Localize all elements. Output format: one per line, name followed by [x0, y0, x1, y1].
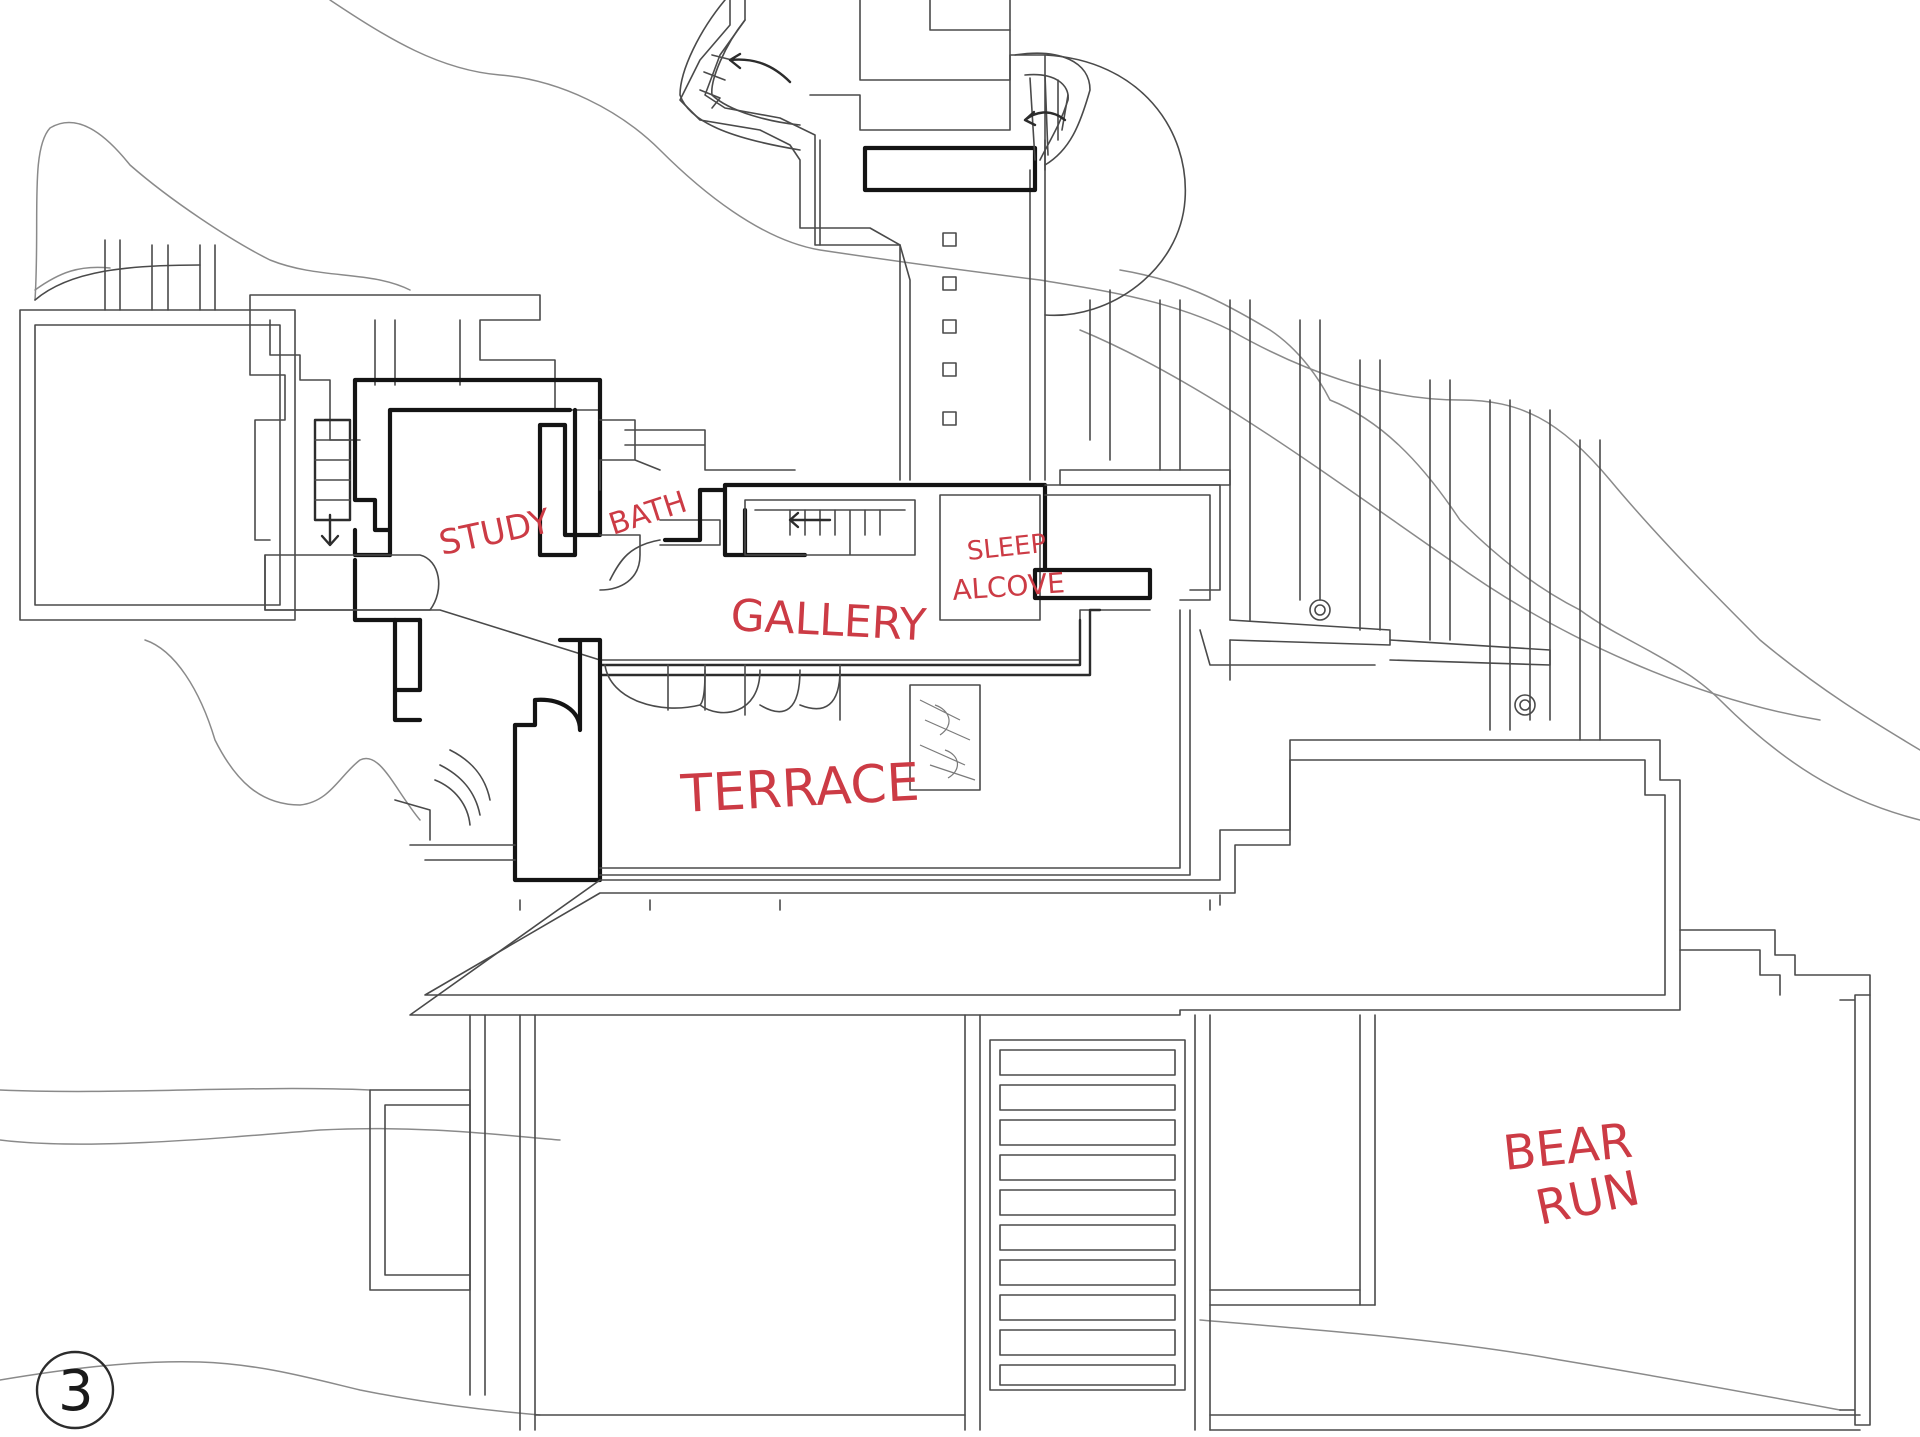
label-sleep-alcove-2: ALCOVE — [951, 566, 1066, 607]
gallery-outer-edge — [598, 608, 1102, 677]
study-interior-lines — [374, 319, 461, 386]
bath-walls — [599, 419, 796, 491]
terrace-chimney-2 — [392, 617, 423, 723]
left-stair-treads — [699, 54, 733, 109]
terrace-planter-hatch — [919, 699, 976, 781]
skylight-squares — [942, 232, 957, 426]
contour-left-hill — [34, 121, 411, 301]
right-pier — [1839, 994, 1871, 1426]
left-chimney-posts — [104, 239, 216, 311]
upper-frame — [809, 54, 1046, 171]
contour-bottom-right — [1199, 1319, 1841, 1411]
lower-mid-walls — [964, 1014, 1211, 1431]
left-volume-inner — [34, 324, 281, 606]
sleep-alcove-bed — [1032, 567, 1153, 601]
bath-door-arc — [609, 539, 661, 581]
gallery-stair-box — [744, 499, 916, 556]
left-stair-inner — [711, 19, 801, 126]
study-left-stair — [313, 418, 352, 522]
room-labels: STUDY BATH SLEEP ALCOVE GALLERY TERRACE … — [436, 485, 1645, 1237]
core-rooms — [249, 294, 1221, 623]
stair-arrow-icon — [320, 513, 340, 547]
stair-arrow-icon — [728, 52, 792, 84]
left-roof-line — [34, 264, 201, 301]
gallery-terrace — [264, 554, 1191, 883]
label-bear-run-1: BEAR — [1500, 1113, 1635, 1182]
sheet-number-circle-icon — [35, 1350, 115, 1430]
gallery-stair-treads — [789, 509, 881, 536]
core-passage — [264, 554, 440, 611]
terrace-chimney — [512, 637, 603, 883]
upper-stair-block-2 — [929, 0, 1011, 31]
terrace-stair-sketch — [394, 749, 491, 841]
terrace-arches — [604, 664, 841, 714]
label-gallery: GALLERY — [729, 590, 927, 651]
label-study: STUDY — [436, 501, 554, 564]
cantilever-slab-outer — [409, 739, 1681, 1016]
contour-faint-left — [0, 1087, 371, 1093]
sheet-number: 3 — [35, 1350, 115, 1430]
contour-right-mid — [1119, 269, 1920, 821]
spiral-stair-icon — [1023, 110, 1067, 127]
contour-upper — [329, 0, 1920, 751]
sleep-alcove-right — [1044, 484, 1221, 601]
study-outer-frame — [249, 294, 601, 541]
sheet-number-text: 3 — [58, 1359, 94, 1424]
lower-bath-box — [369, 1089, 471, 1291]
label-bath: BATH — [605, 485, 692, 543]
upper-stair-block — [859, 0, 1011, 81]
left-stair-outer — [679, 0, 801, 151]
left-wing — [19, 239, 296, 621]
spiral-stair-treads — [1029, 74, 1069, 161]
stair-arrow-icon — [788, 511, 832, 529]
left-volume-outer — [19, 309, 296, 621]
label-terrace: TERRACE — [679, 753, 921, 825]
terrace-planter — [909, 684, 981, 791]
study-thick-walls — [352, 377, 603, 558]
lower-right-box — [1209, 1289, 1376, 1306]
cantilever-slab-ticks — [519, 894, 1221, 911]
spiral-stair-outer — [1014, 52, 1091, 166]
label-sleep-alcove-1: SLEEP — [966, 529, 1048, 567]
lower-bottom-lines — [534, 1414, 1861, 1431]
contour-lower-left — [144, 639, 421, 821]
study-left-stair-treads — [314, 439, 351, 501]
terrace-arch-lines — [667, 664, 841, 721]
entry-drive — [679, 0, 1187, 481]
contour-river-lower — [0, 1361, 541, 1416]
contour-river-upper — [0, 1127, 561, 1145]
lower-left-walls — [469, 1014, 536, 1431]
upper-landing — [862, 145, 1038, 193]
plunge-pool-semicircle — [1044, 54, 1187, 317]
spine-corridor — [819, 139, 1046, 481]
contour-left-ridge — [34, 266, 111, 291]
entry-path-outline — [679, 0, 911, 481]
hatch-stair — [989, 1039, 1186, 1391]
cantilever-slab-inner — [424, 759, 1666, 996]
main-slab — [369, 739, 1871, 1431]
trellis-beams — [1059, 289, 1601, 741]
cantilever-right-step — [1679, 929, 1871, 996]
study-door-jamb — [352, 527, 423, 623]
terrace-outline — [599, 609, 1191, 876]
lower-right-walls — [1359, 1014, 1376, 1306]
sleep-alcove-walls — [939, 494, 1041, 621]
entry-path-inner — [704, 0, 901, 246]
bath-fixtures — [599, 519, 721, 591]
spiral-stair-inner — [1024, 73, 1069, 161]
